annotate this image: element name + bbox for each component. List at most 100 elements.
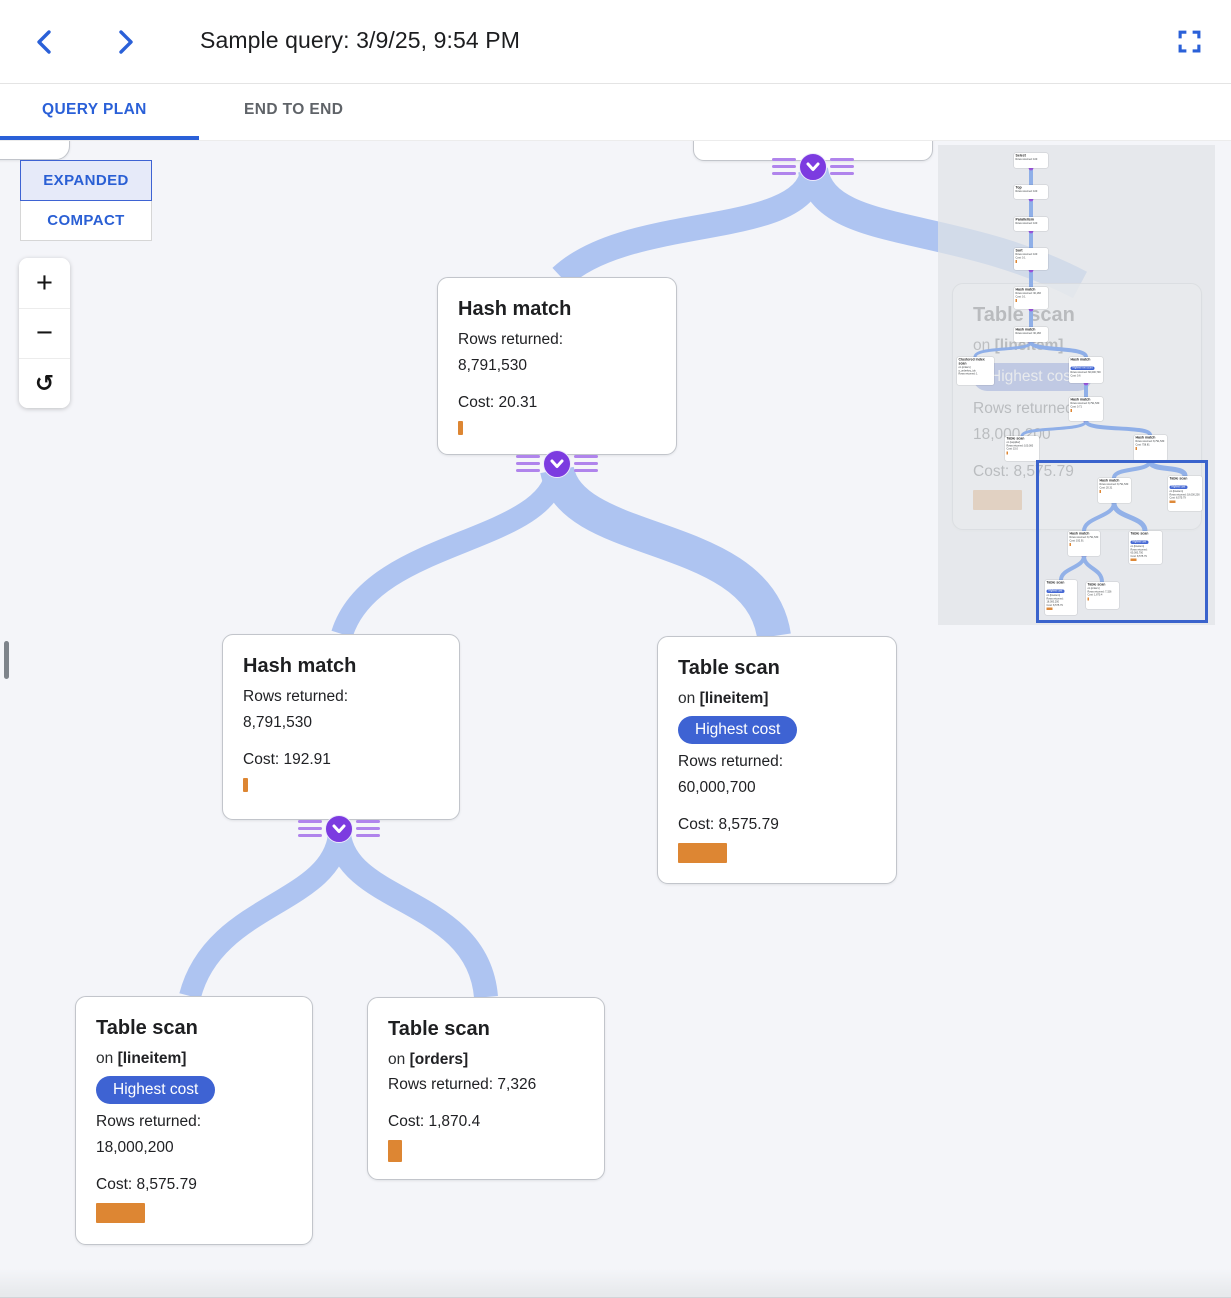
minimap-link bbox=[1029, 340, 1088, 359]
cost-bar bbox=[96, 1203, 145, 1223]
plan-link bbox=[540, 465, 791, 640]
highest-cost-badge: Highest cost bbox=[96, 1076, 216, 1104]
connector-line bbox=[516, 462, 540, 465]
plan-node-rows: Rows returned: 60,000,700 bbox=[678, 749, 876, 801]
tab-bar: QUERY PLAN END TO END bbox=[0, 84, 1231, 141]
connector-line bbox=[298, 834, 322, 837]
plan-node-rows: Rows returned: 8,791,530 bbox=[243, 684, 439, 736]
minus-icon: − bbox=[36, 317, 53, 349]
plan-node-hash-match-top[interactable]: Hash match Rows returned:8,791,530 Cost:… bbox=[437, 277, 677, 455]
plan-node-rows: Rows returned:18,000,200 bbox=[96, 1109, 292, 1161]
minimap-cost-bar bbox=[1169, 500, 1176, 503]
connector-line bbox=[298, 820, 322, 823]
minimap-cost-bar bbox=[1070, 409, 1072, 412]
minimap-link bbox=[973, 341, 1033, 358]
back-button[interactable] bbox=[33, 28, 61, 56]
zoom-reset-button[interactable]: ↺ bbox=[19, 358, 70, 408]
minimap-link bbox=[1020, 420, 1088, 437]
expanded-toggle-button[interactable]: EXPANDED bbox=[20, 160, 152, 201]
collapse-node-button[interactable] bbox=[799, 153, 827, 181]
zoom-out-button[interactable]: − bbox=[19, 308, 70, 358]
connector-line bbox=[356, 820, 380, 823]
tab-query-plan[interactable]: QUERY PLAN bbox=[36, 84, 153, 136]
forward-button[interactable] bbox=[113, 28, 141, 56]
compact-toggle-button[interactable]: COMPACT bbox=[20, 200, 152, 241]
highest-cost-badge: Highest cost bbox=[678, 716, 798, 744]
fullscreen-icon bbox=[1178, 30, 1200, 53]
plan-node-table: on [orders] bbox=[388, 1051, 469, 1068]
connector-line bbox=[574, 469, 598, 472]
plan-node-title: Hash match bbox=[458, 298, 572, 320]
query-plan-canvas[interactable]: Table scan on [lineitem] Highest cost Ro… bbox=[0, 140, 1231, 1298]
minimap-cost-bar bbox=[1015, 299, 1017, 302]
rows-returned-text: Rows returned: bbox=[243, 688, 349, 705]
connector-line bbox=[356, 834, 380, 837]
rows-returned-text: Rows returned: 7,326 bbox=[388, 1076, 537, 1093]
connector-line bbox=[830, 165, 854, 168]
plan-link bbox=[179, 832, 350, 1000]
plan-links bbox=[179, 166, 1087, 1000]
connector-line bbox=[298, 827, 322, 830]
plan-node-table-scan-lineitem-18m[interactable]: Table scan on [lineitem] Highest cost Ro… bbox=[75, 996, 313, 1245]
collapse-node-button[interactable] bbox=[543, 450, 571, 478]
connector-line bbox=[830, 158, 854, 161]
page-title: Sample query: 3/9/25, 9:54 PM bbox=[200, 27, 520, 53]
minimap-cost-bar bbox=[1099, 490, 1101, 493]
plus-icon: + bbox=[36, 266, 53, 299]
rows-returned-text: 60,000,700 bbox=[678, 779, 756, 796]
minimap-cost-bar bbox=[1130, 558, 1137, 561]
minimap-badge: Highest row count bbox=[1070, 366, 1095, 370]
collapse-node-button[interactable] bbox=[325, 815, 353, 843]
chevron-down-icon bbox=[806, 162, 820, 171]
plan-node-cost: Cost: 1,870.4 bbox=[388, 1113, 481, 1130]
plan-node-rows: Rows returned: 7,326 bbox=[388, 1072, 584, 1098]
cost-bar bbox=[458, 421, 463, 435]
connector-line bbox=[516, 455, 540, 458]
connector-line bbox=[516, 469, 540, 472]
chevron-right-icon bbox=[119, 30, 133, 54]
fullscreen-button[interactable] bbox=[1176, 29, 1202, 55]
minimap-link bbox=[1147, 460, 1188, 477]
rows-returned-text: 8,791,530 bbox=[243, 714, 312, 731]
zoom-in-button[interactable]: + bbox=[19, 258, 70, 308]
plan-link bbox=[331, 467, 568, 638]
minimap-link bbox=[1082, 555, 1104, 583]
minimap-link bbox=[1111, 502, 1148, 532]
rows-returned-text: 8,791,530 bbox=[458, 357, 527, 374]
minimap-cost-bar bbox=[1006, 451, 1008, 455]
minimap-cost-bar bbox=[1046, 607, 1053, 610]
connector-line bbox=[772, 158, 796, 161]
rows-returned-text: Rows returned: bbox=[96, 1113, 202, 1130]
plan-node-cost: Cost: 192.91 bbox=[243, 751, 331, 768]
plan-node-table: on [lineitem] bbox=[96, 1050, 187, 1067]
reset-icon: ↺ bbox=[34, 370, 55, 396]
plan-node-title: Hash match bbox=[243, 655, 357, 677]
vertical-scrollbar-thumb[interactable] bbox=[4, 641, 9, 679]
zoom-controls: + − ↺ bbox=[19, 258, 70, 408]
plan-node-title: Table scan bbox=[96, 1017, 198, 1039]
plan-link bbox=[327, 832, 498, 999]
plan-node-table-scan-lineitem-60m[interactable]: Table scan on [lineitem] Highest cost Ro… bbox=[657, 636, 897, 884]
plan-node-table-scan-orders[interactable]: Table scan on [orders] Rows returned: 7,… bbox=[367, 997, 605, 1180]
connector-line bbox=[574, 462, 598, 465]
plan-node-table: on [lineitem] bbox=[678, 690, 769, 707]
tab-end-to-end[interactable]: END TO END bbox=[238, 84, 349, 136]
rows-returned-text: Rows returned: bbox=[678, 753, 784, 770]
minimap-viewport[interactable] bbox=[1036, 460, 1208, 623]
minimap-cost-bar bbox=[1015, 260, 1017, 263]
plan-link bbox=[552, 167, 826, 287]
